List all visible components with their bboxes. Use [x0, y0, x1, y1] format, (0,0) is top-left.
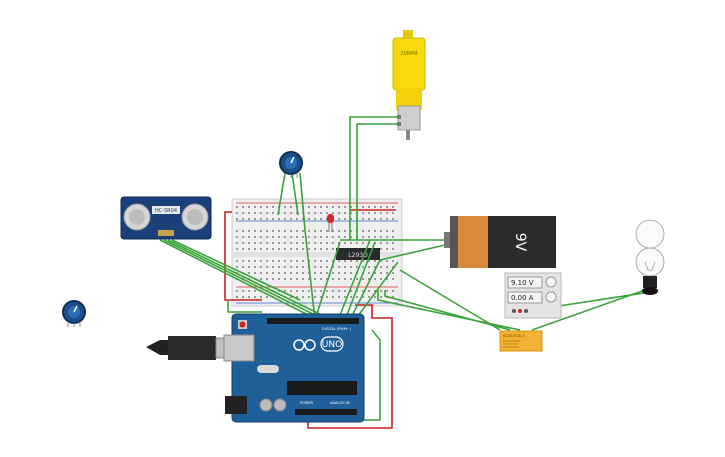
light-bulb-icon[interactable] — [635, 219, 665, 295]
ultrasonic-sensor[interactable]: HC-SR04 — [120, 196, 212, 240]
battery-label: 9V — [512, 233, 528, 252]
relay[interactable]: KS2E-M-DC5 — [499, 330, 543, 352]
led[interactable] — [327, 214, 334, 232]
nine-volt-battery[interactable]: 9V — [444, 216, 556, 268]
supply-current-readout: 0.00 A — [511, 294, 534, 302]
relay-label: KS2E-M-DC5 — [503, 334, 525, 338]
potentiometer-icon[interactable] — [279, 151, 303, 178]
uno-logo: UNO — [322, 340, 342, 350]
arduino-infinity-logo-icon — [293, 339, 316, 351]
motor-label: 20RPM — [400, 51, 417, 57]
chip-label: L293D — [348, 252, 368, 259]
reset-button[interactable] — [239, 321, 246, 328]
power-header-label: POWER — [300, 401, 314, 405]
current-knob-icon[interactable] — [545, 291, 557, 303]
analog-header-label: ANALOG IN — [330, 401, 350, 405]
arduino-uno-board[interactable]: DIGITAL (PWM~) UNO POWER ANALOG IN — [223, 313, 365, 423]
power-supply[interactable]: 9.10 V 0.00 A — [504, 272, 562, 319]
motor-driver-chip[interactable]: L293D — [336, 248, 380, 260]
dc-gear-motor[interactable]: 20RPM — [392, 30, 426, 140]
sensor-label: HC-SR04 — [155, 208, 177, 214]
potentiometer-icon[interactable] — [62, 300, 86, 327]
digital-header-label: DIGITAL (PWM~) — [322, 327, 352, 331]
voltage-knob-icon[interactable] — [545, 276, 557, 288]
supply-voltage-readout: 9.10 V — [511, 279, 534, 287]
